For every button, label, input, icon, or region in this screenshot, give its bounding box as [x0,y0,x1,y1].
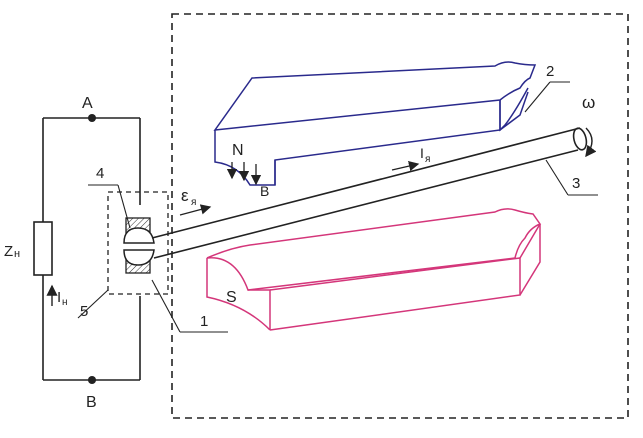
load-current-sub: н [62,297,68,308]
rotation-arrow [585,127,597,158]
callout-4-label: 4 [96,165,104,182]
armature-current-arrow [391,160,420,172]
emf-sub: я [191,197,196,208]
brush-assembly-box [107,191,169,295]
armature-current-label: I [420,145,424,161]
node-b-dot [88,376,96,384]
load-current-label: I [57,289,61,306]
lower-ring-half [123,249,155,266]
armature-conductor [151,127,588,259]
load-label: Z [4,243,13,260]
north-magnet [213,61,537,186]
north-label: N [232,142,244,159]
field-label: B [260,183,269,199]
omega-label: ω [582,93,595,112]
callout-2-label: 2 [546,63,554,80]
armature-current-sub: я [425,154,430,165]
load-resistor [33,221,53,276]
external-circuit [42,117,141,381]
machine-boundary [171,13,629,419]
callout-leaders [77,81,598,333]
callout-3-label: 3 [572,175,580,192]
callout-1-label: 1 [200,313,208,330]
emf-label: ε [181,186,189,205]
node-a-label: A [82,95,93,112]
emf-arrow [179,204,212,216]
node-b-label: B [86,394,97,411]
field-arrows [226,162,262,186]
callout-5-label: 5 [80,303,88,320]
south-magnet [206,208,542,331]
node-a-dot [88,114,96,122]
load-label-sub: н [14,248,20,260]
south-label: S [226,289,237,306]
